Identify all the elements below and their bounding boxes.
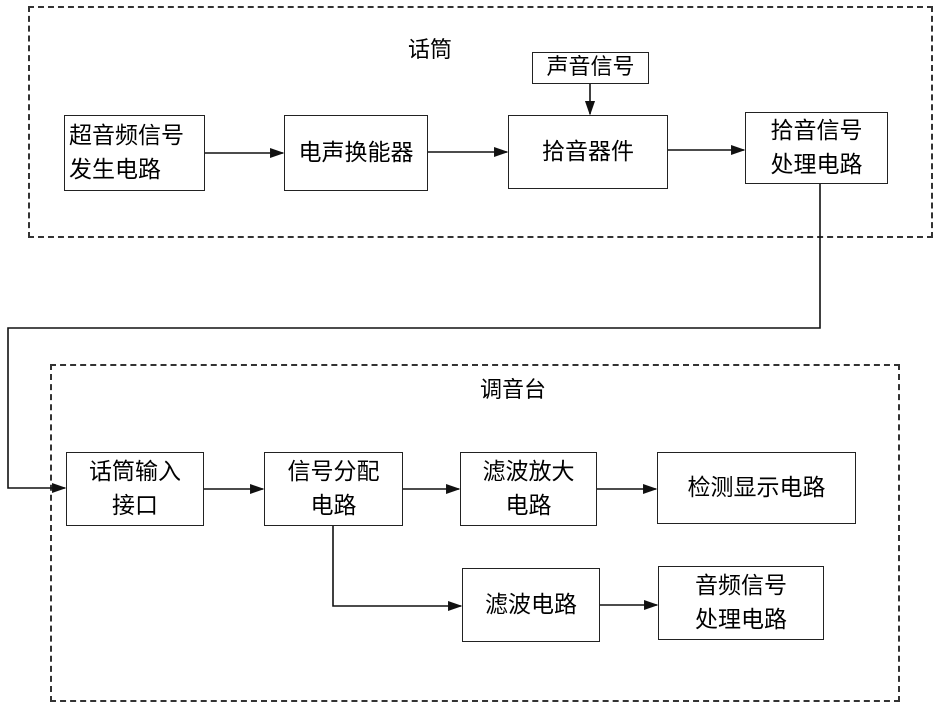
arrow-mic-to-console-input (8, 184, 820, 488)
arrow-split-to-filter (333, 526, 461, 606)
